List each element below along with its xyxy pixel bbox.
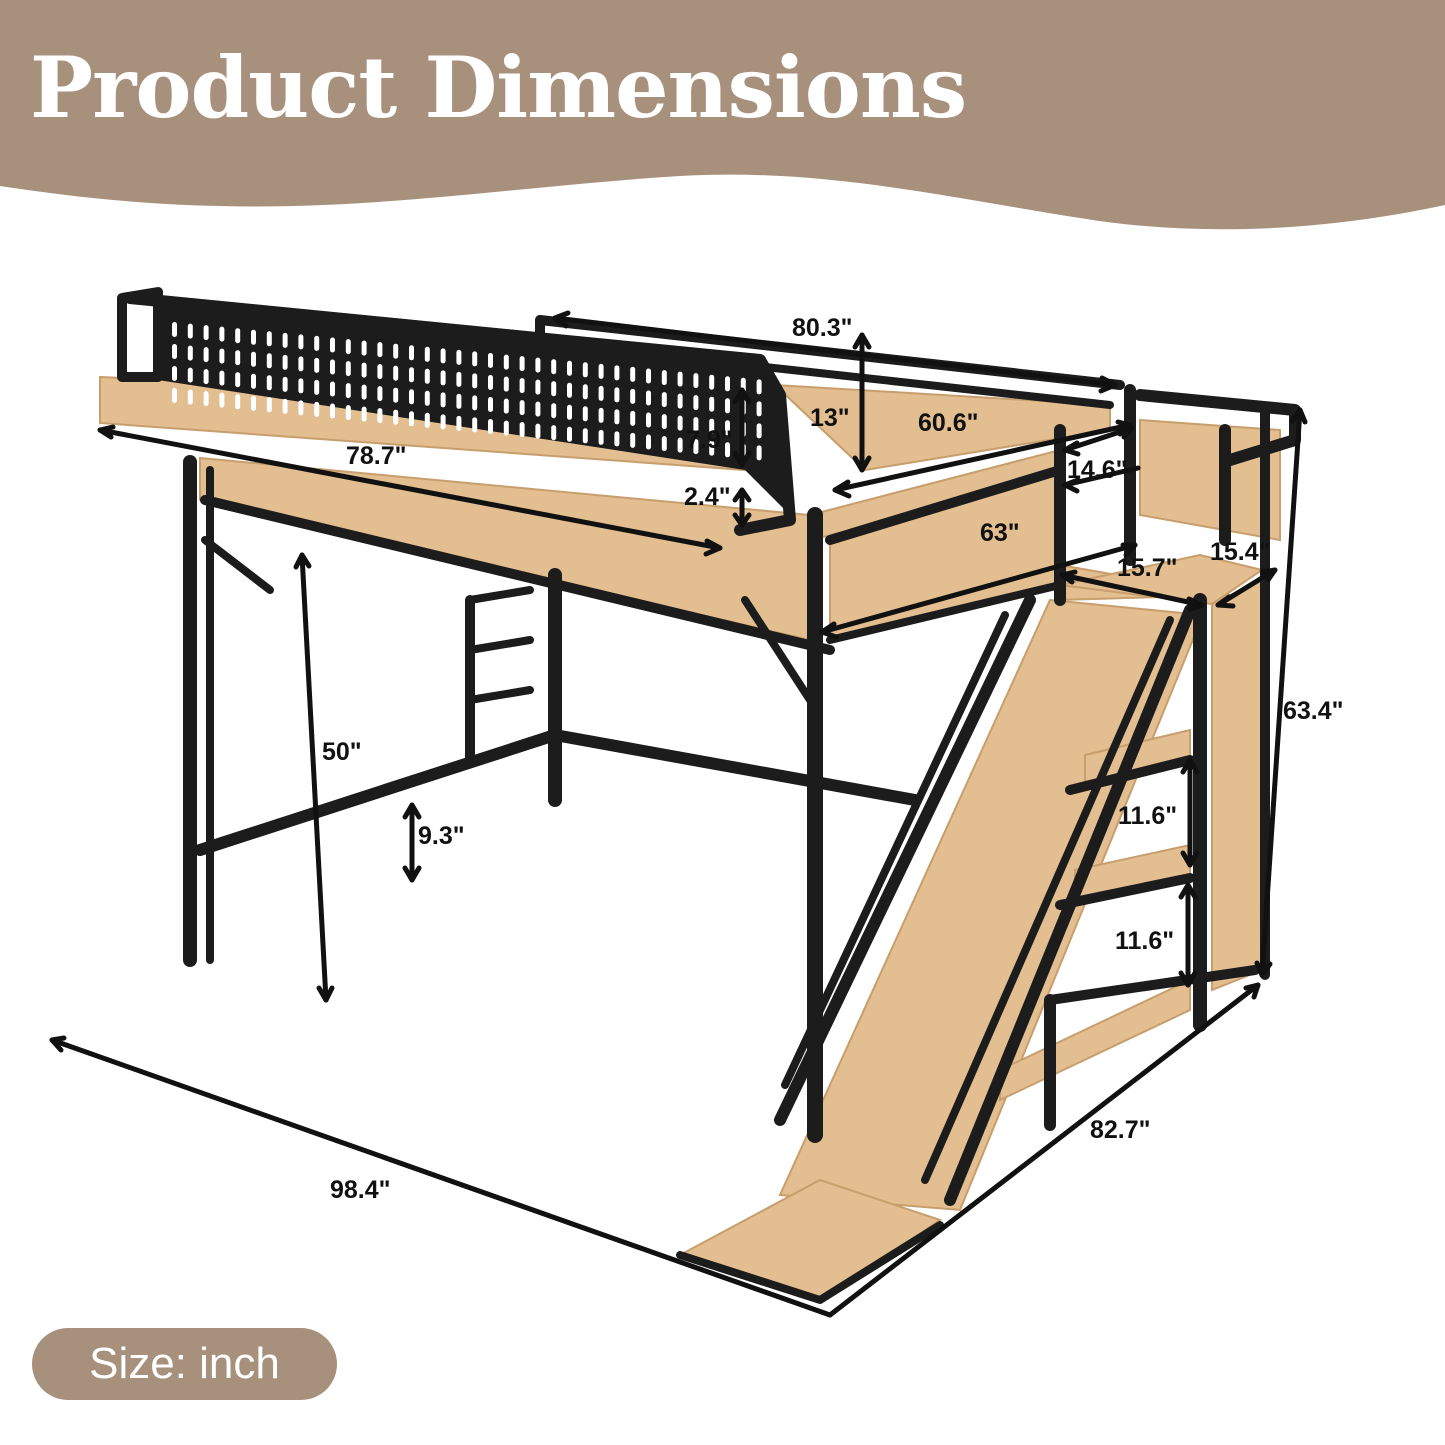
dim-inner-length: 60.6" — [918, 409, 979, 437]
dim-step-upper: 11.6" — [1118, 802, 1178, 830]
dim-top-width: 13" — [810, 404, 850, 432]
dim-bottom-rail: 9.3" — [418, 822, 465, 850]
size-unit-badge: Size: inch — [32, 1328, 337, 1400]
dim-stair-width: 15.7" — [1117, 554, 1178, 582]
dim-shelf-length: 78.7" — [346, 442, 407, 470]
dim-overall-length: 98.4" — [330, 1176, 391, 1204]
dim-shelf-depth: 2.4" — [684, 483, 731, 511]
header-band — [0, 0, 1445, 230]
dim-stair-depth: 15.4" — [1210, 538, 1271, 566]
dim-side-length: 63" — [980, 519, 1020, 547]
dim-total-height: 63.4" — [1283, 697, 1344, 725]
page-title: Product Dimensions — [30, 38, 967, 137]
dim-step-top: 14.6" — [1067, 456, 1128, 484]
size-unit-label: Size: inch — [89, 1339, 280, 1388]
dim-guard-height: 7.9" — [686, 426, 733, 454]
dim-overall-width: 82.7" — [1090, 1116, 1151, 1144]
dim-step-lower: 11.6" — [1115, 927, 1175, 955]
dim-clearance: 50" — [322, 738, 362, 766]
dim-top-length: 80.3" — [792, 314, 853, 342]
